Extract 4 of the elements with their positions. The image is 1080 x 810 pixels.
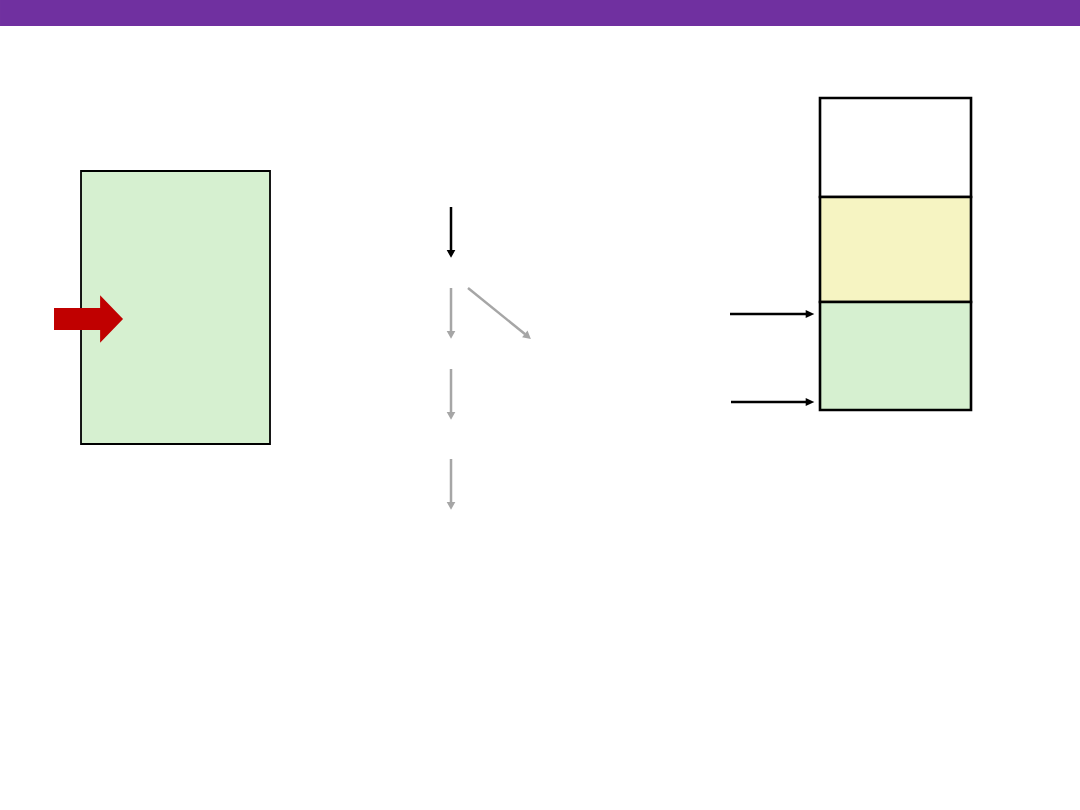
box [818, 96, 973, 199]
box [80, 170, 271, 445]
box [818, 195, 973, 304]
box [818, 300, 973, 412]
